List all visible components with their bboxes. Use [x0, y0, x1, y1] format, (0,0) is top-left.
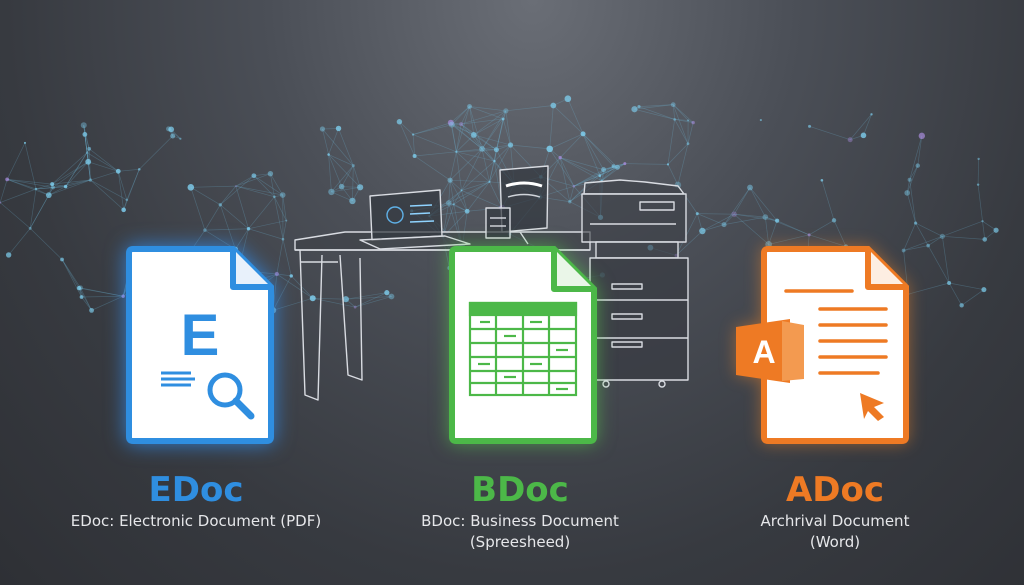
office-app-badge-icon: A — [736, 319, 804, 383]
spreadsheet-grid-icon — [468, 301, 578, 397]
printer-illustration — [581, 179, 687, 259]
edoc-document-card[interactable]: E — [125, 245, 275, 445]
edoc-title: EDoc — [148, 470, 244, 510]
adoc-description-line1: Archrival Document — [760, 512, 910, 530]
adoc-icon-letter: A — [752, 334, 775, 370]
adoc-title: ADoc — [785, 470, 885, 510]
adoc-description: Archrival Document (Word) — [685, 511, 985, 553]
file-cabinet-illustration — [589, 257, 689, 388]
document-lines — [784, 289, 888, 375]
magnifier-icon — [161, 371, 255, 420]
edoc-description-line1: EDoc: Electronic Document (PDF) — [70, 512, 322, 530]
bdoc-title: BDoc — [471, 470, 569, 510]
laptop-illustration — [359, 189, 471, 250]
cursor-arrow-icon — [860, 393, 884, 421]
bdoc-description: BDoc: Business Document (Spreesheed) — [370, 511, 670, 553]
monitor-illustration — [485, 165, 549, 245]
bdoc-description-line2: (Spreesheed) — [469, 533, 571, 551]
bdoc-description-line1: BDoc: Business Document — [421, 512, 619, 530]
bdoc-document-card[interactable] — [448, 245, 598, 445]
edoc-description: EDoc: Electronic Document (PDF) — [46, 511, 346, 532]
adoc-description-line2: (Word) — [809, 533, 861, 551]
edoc-icon-letter: E — [181, 303, 220, 368]
adoc-document-card[interactable]: A — [736, 245, 910, 445]
